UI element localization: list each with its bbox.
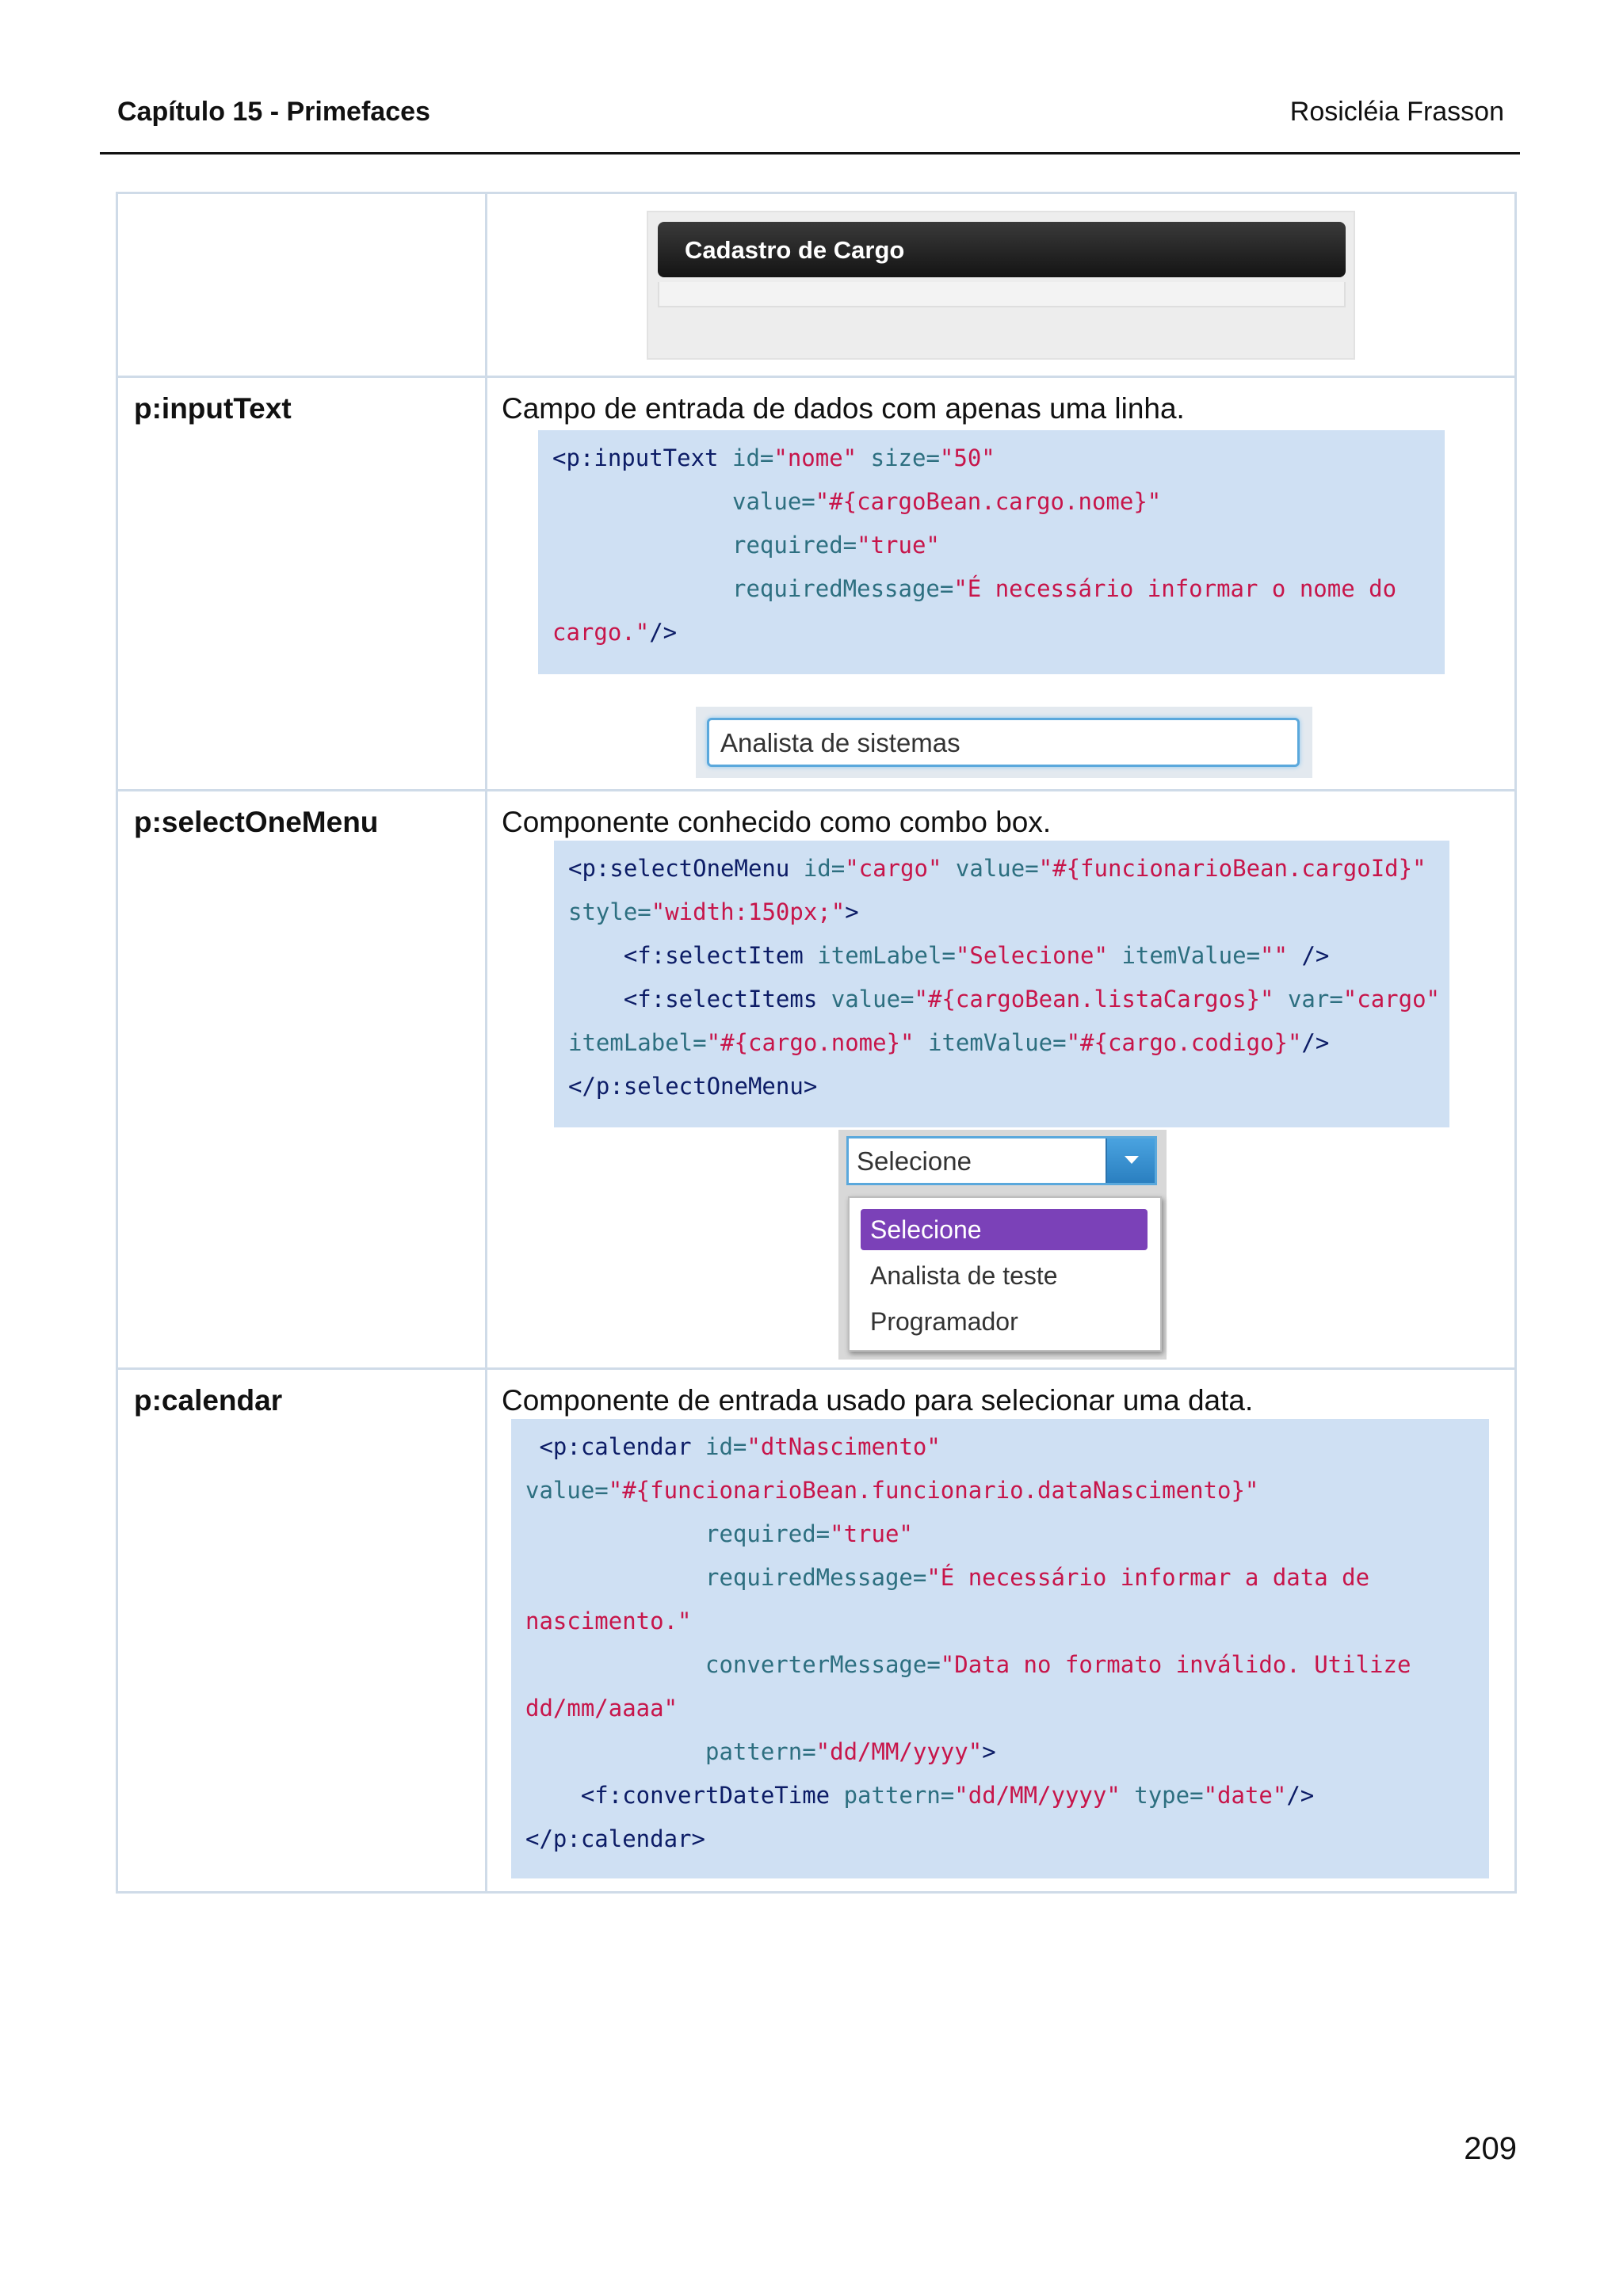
component-description: Campo de entrada de dados com apenas uma… <box>502 392 1185 425</box>
body-cell: Componente conhecido como combo box. <p:… <box>487 791 1514 1367</box>
code-line: nascimento." <box>525 1608 692 1634</box>
author-name: Rosicléia Frasson <box>1289 97 1504 127</box>
label-cell: p:selectOneMenu <box>118 791 487 1367</box>
table-row-calendar: p:calendar Componente de entrada usado p… <box>118 1370 1514 1891</box>
code-line: <p:calendar id="dtNascimento" <box>539 1433 941 1460</box>
page-header: Capítulo 15 - Primefaces Rosicléia Frass… <box>100 89 1520 154</box>
chapter-title: Capítulo 15 - Primefaces <box>117 97 430 127</box>
body-cell: Campo de entrada de dados com apenas uma… <box>487 378 1514 789</box>
input-preview: Analista de sistemas <box>696 707 1312 778</box>
select-preview: Selecione Selecione Analista de teste Pr… <box>838 1130 1167 1360</box>
code-line: value="#{funcionarioBean.funcionario.dat… <box>525 1477 1259 1504</box>
code-line: <f:selectItem itemLabel="Selecione" item… <box>623 942 1330 969</box>
code-line: <p:inputText id="nome" size="50" <box>552 444 995 471</box>
component-tag: p:inputText <box>134 392 292 425</box>
chevron-down-icon <box>1125 1156 1139 1164</box>
dropdown-option[interactable]: Selecione <box>861 1209 1148 1250</box>
input-value: Analista de sistemas <box>720 728 960 757</box>
panel-header[interactable]: Cadastro de Cargo <box>658 222 1346 277</box>
component-tag: p:calendar <box>134 1384 283 1417</box>
code-line: requiredMessage="É necessário informar a… <box>705 1564 1370 1591</box>
components-table: p:inputText Campo de entrada de dados co… <box>116 192 1517 1894</box>
panel-title: Cadastro de Cargo <box>685 236 905 264</box>
dropdown-button[interactable] <box>1106 1138 1155 1183</box>
dropdown-option[interactable]: Programador <box>870 1307 1018 1336</box>
code-line: dd/mm/aaaa" <box>525 1695 678 1722</box>
code-line: <f:convertDateTime pattern="dd/MM/yyyy" … <box>580 1782 1315 1809</box>
code-line: pattern="dd/MM/yyyy"> <box>705 1738 996 1765</box>
code-line: value="#{cargoBean.cargo.nome}" <box>731 488 1162 515</box>
code-line: </p:calendar> <box>525 1825 705 1852</box>
cargo-select[interactable]: Selecione <box>846 1136 1157 1185</box>
select-value: Selecione <box>857 1146 972 1176</box>
code-line: </p:selectOneMenu> <box>568 1073 818 1100</box>
body-cell: Componente de entrada usado para selecio… <box>487 1370 1514 1891</box>
code-block-calendar: <p:calendar id="dtNascimento" value="#{fu… <box>511 1419 1489 1878</box>
code-line: required="true" <box>731 532 940 559</box>
code-block-inputtext: <p:inputText id="nome" size="50" value="… <box>538 430 1445 674</box>
panel-preview: Cadastro de Cargo <box>647 211 1355 360</box>
code-line: style="width:150px;"> <box>568 898 859 925</box>
dropdown-list: Selecione Analista de teste Programador <box>848 1196 1162 1352</box>
component-description: Componente conhecido como combo box. <box>502 806 1052 838</box>
code-block-selectonemenu: <p:selectOneMenu id="cargo" value="#{fun… <box>554 841 1449 1127</box>
page-number: 209 <box>1464 2131 1517 2166</box>
label-cell: p:calendar <box>118 1370 487 1891</box>
code-line: cargo."/> <box>552 619 678 646</box>
table-row-panel <box>118 194 1514 378</box>
table-row-selectonemenu: p:selectOneMenu Componente conhecido com… <box>118 791 1514 1370</box>
panel-content <box>658 282 1346 307</box>
code-line: itemLabel="#{cargo.nome}" itemValue="#{c… <box>568 1029 1330 1056</box>
code-line: required="true" <box>705 1520 913 1547</box>
dropdown-option[interactable]: Analista de teste <box>870 1261 1058 1290</box>
code-line: <f:selectItems value="#{cargoBean.listaC… <box>623 986 1440 1013</box>
code-line: converterMessage="Data no formato inváli… <box>705 1651 1411 1678</box>
label-cell <box>118 194 487 376</box>
name-input[interactable]: Analista de sistemas <box>707 718 1300 767</box>
component-tag: p:selectOneMenu <box>134 806 379 838</box>
code-line: requiredMessage="É necessário informar o… <box>731 575 1397 602</box>
component-description: Componente de entrada usado para selecio… <box>502 1384 1254 1417</box>
label-cell: p:inputText <box>118 378 487 789</box>
code-line: <p:selectOneMenu id="cargo" value="#{fun… <box>568 855 1426 882</box>
table-row-inputtext: p:inputText Campo de entrada de dados co… <box>118 378 1514 791</box>
